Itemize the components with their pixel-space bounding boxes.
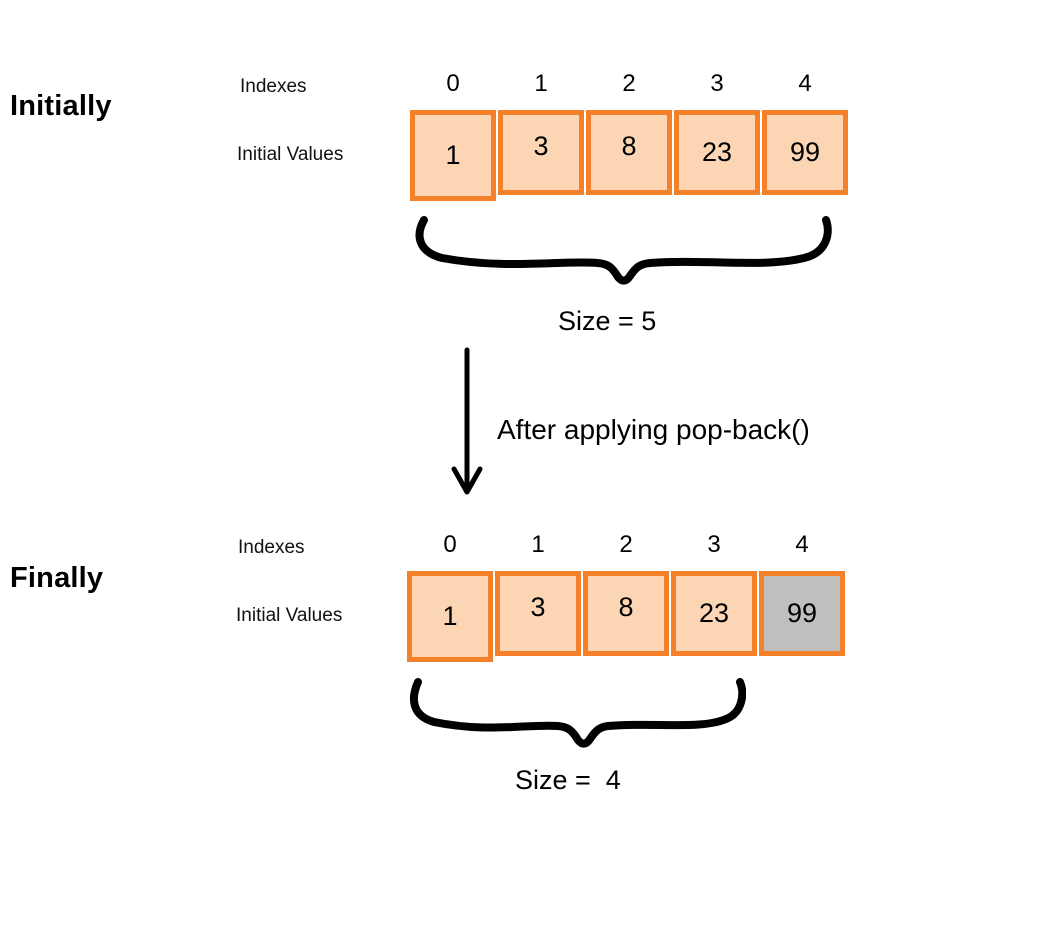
cell-value: 23: [698, 598, 730, 628]
initial-index-row: 0 1 2 3 4: [410, 70, 848, 98]
array-cell: 1: [407, 571, 493, 662]
index-label: 0: [443, 531, 457, 558]
initial-array: 1 3 8 23 99: [410, 110, 848, 201]
index-label: 4: [798, 70, 812, 97]
index-label: 2: [622, 70, 636, 97]
transition-label: After applying pop-back(): [497, 414, 810, 445]
array-cell: 3: [498, 110, 584, 195]
array-cell-removed: 99: [759, 571, 845, 656]
initial-values-label: Initial Values: [237, 144, 344, 165]
cell-value: 3: [533, 131, 549, 161]
cell-value: 99: [789, 137, 821, 167]
initial-section-title: Initially: [10, 90, 112, 122]
final-section-title: Finally: [10, 562, 104, 594]
index-label: 3: [707, 531, 721, 558]
final-array: 1 3 8 23 99: [407, 571, 845, 662]
index-label: 0: [446, 70, 460, 97]
cell-value: 8: [618, 592, 634, 622]
cell-value: 1: [445, 140, 461, 170]
final-indexes-label: Indexes: [238, 537, 305, 558]
cell-value: 1: [442, 601, 458, 631]
cell-value: 3: [530, 592, 546, 622]
index-label: 1: [534, 70, 548, 97]
array-cell: 23: [674, 110, 760, 195]
array-cell: 1: [410, 110, 496, 201]
cell-value: 99: [786, 598, 818, 628]
index-label: 2: [619, 531, 633, 558]
down-arrow-icon: [449, 346, 485, 498]
final-size-brace-icon: [408, 672, 746, 750]
array-cell: 23: [671, 571, 757, 656]
index-label: 3: [710, 70, 724, 97]
cell-value: 8: [621, 131, 637, 161]
array-cell: 8: [583, 571, 669, 656]
cell-value: 23: [701, 137, 733, 167]
index-label: 4: [795, 531, 809, 558]
array-cell: 99: [762, 110, 848, 195]
initial-indexes-label: Indexes: [240, 76, 307, 97]
final-size-label: Size = 4: [515, 765, 621, 795]
array-cell: 3: [495, 571, 581, 656]
index-label: 1: [531, 531, 545, 558]
final-values-label: Initial Values: [236, 605, 343, 626]
array-cell: 8: [586, 110, 672, 195]
final-index-row: 0 1 2 3 4: [407, 531, 845, 559]
initial-size-brace-icon: [412, 212, 836, 286]
initial-size-label: Size = 5: [558, 306, 657, 336]
